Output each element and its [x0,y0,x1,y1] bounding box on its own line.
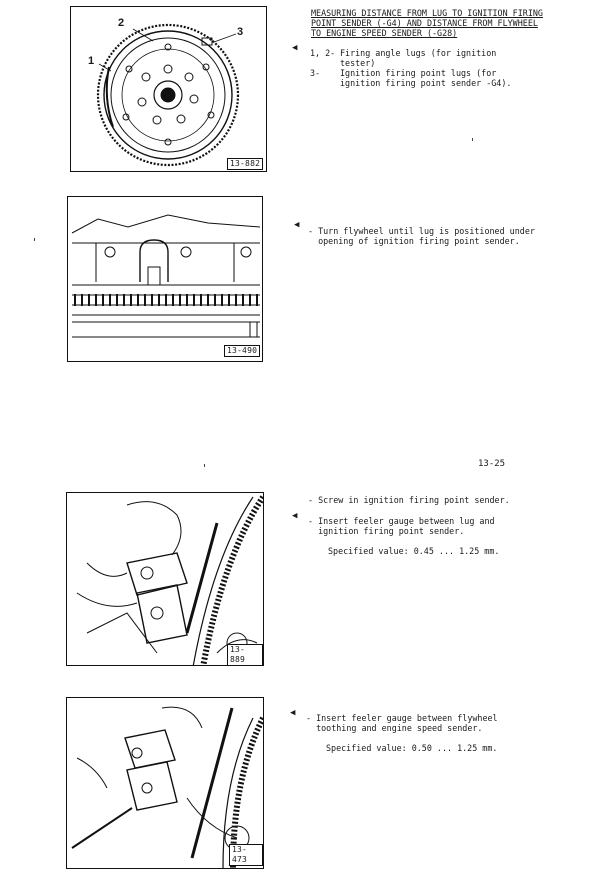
speed-sender-illustration [71,706,263,868]
left-arrow-icon: ◀ [292,511,298,521]
left-arrow-icon: ◀ [290,708,296,718]
item-2-line-1: Ignition firing point lugs (for [340,68,497,78]
item-2-number: 3- [310,68,321,78]
heading-line-3: TO ENGINE SPEED SENDER (-G28) [311,28,458,38]
step-screw-in: - Screw in ignition firing point sender. [308,495,510,505]
figure-speed-sender: 13-473 [66,697,264,869]
step-line-1: - Insert feeler gauge between lug and [308,516,495,526]
item-2-line-2: ignition firing point sender -G4). [340,78,512,88]
sender-opening-illustration [71,214,261,338]
step-line-2: toothing and engine speed sender. [306,723,483,733]
scan-speck [204,464,205,467]
step-line-2: opening of ignition firing point sender. [308,236,520,246]
callout-3: 3 [237,26,244,38]
item-1-line-2: tester) [340,58,376,68]
heading-line-1: MEASURING DISTANCE FROM LUG TO IGNITION … [311,8,543,18]
step-line-1: - Insert feeler gauge between flywheel [306,713,498,723]
figure-label: 13-490 [224,345,261,357]
figure-flywheel-lugs: 2 3 1 13-882 [70,6,267,172]
figure-sender-opening: 13-490 [67,196,263,362]
ignition-sender-illustration [76,495,263,665]
specified-value: Specified value: 0.50 ... 1.25 mm. [326,743,498,753]
step-line-1: - Turn flywheel until lug is positioned … [308,226,535,236]
figure-label: 13-473 [229,844,263,866]
callout-2: 2 [118,17,125,29]
left-arrow-icon: ◀ [292,43,298,53]
heading-line-2: POINT SENDER (-G4) AND DISTANCE FROM FLY… [311,18,538,28]
item-1-line-1: Firing angle lugs (for ignition [340,48,497,58]
callout-1: 1 [88,55,95,67]
scan-speck [34,238,35,241]
figure-label: 13-882 [227,158,264,170]
figure-label: 13-889 [227,644,263,665]
left-arrow-icon: ◀ [294,220,300,230]
item-1-number: 1, 2- [310,48,336,58]
step-line-2: ignition firing point sender. [308,526,465,536]
scan-speck [472,138,473,141]
page-number: 13-25 [478,459,506,469]
flywheel-illustration [96,23,240,167]
specified-value: Specified value: 0.45 ... 1.25 mm. [328,546,500,556]
figure-ignition-sender: 13-889 [66,492,264,666]
